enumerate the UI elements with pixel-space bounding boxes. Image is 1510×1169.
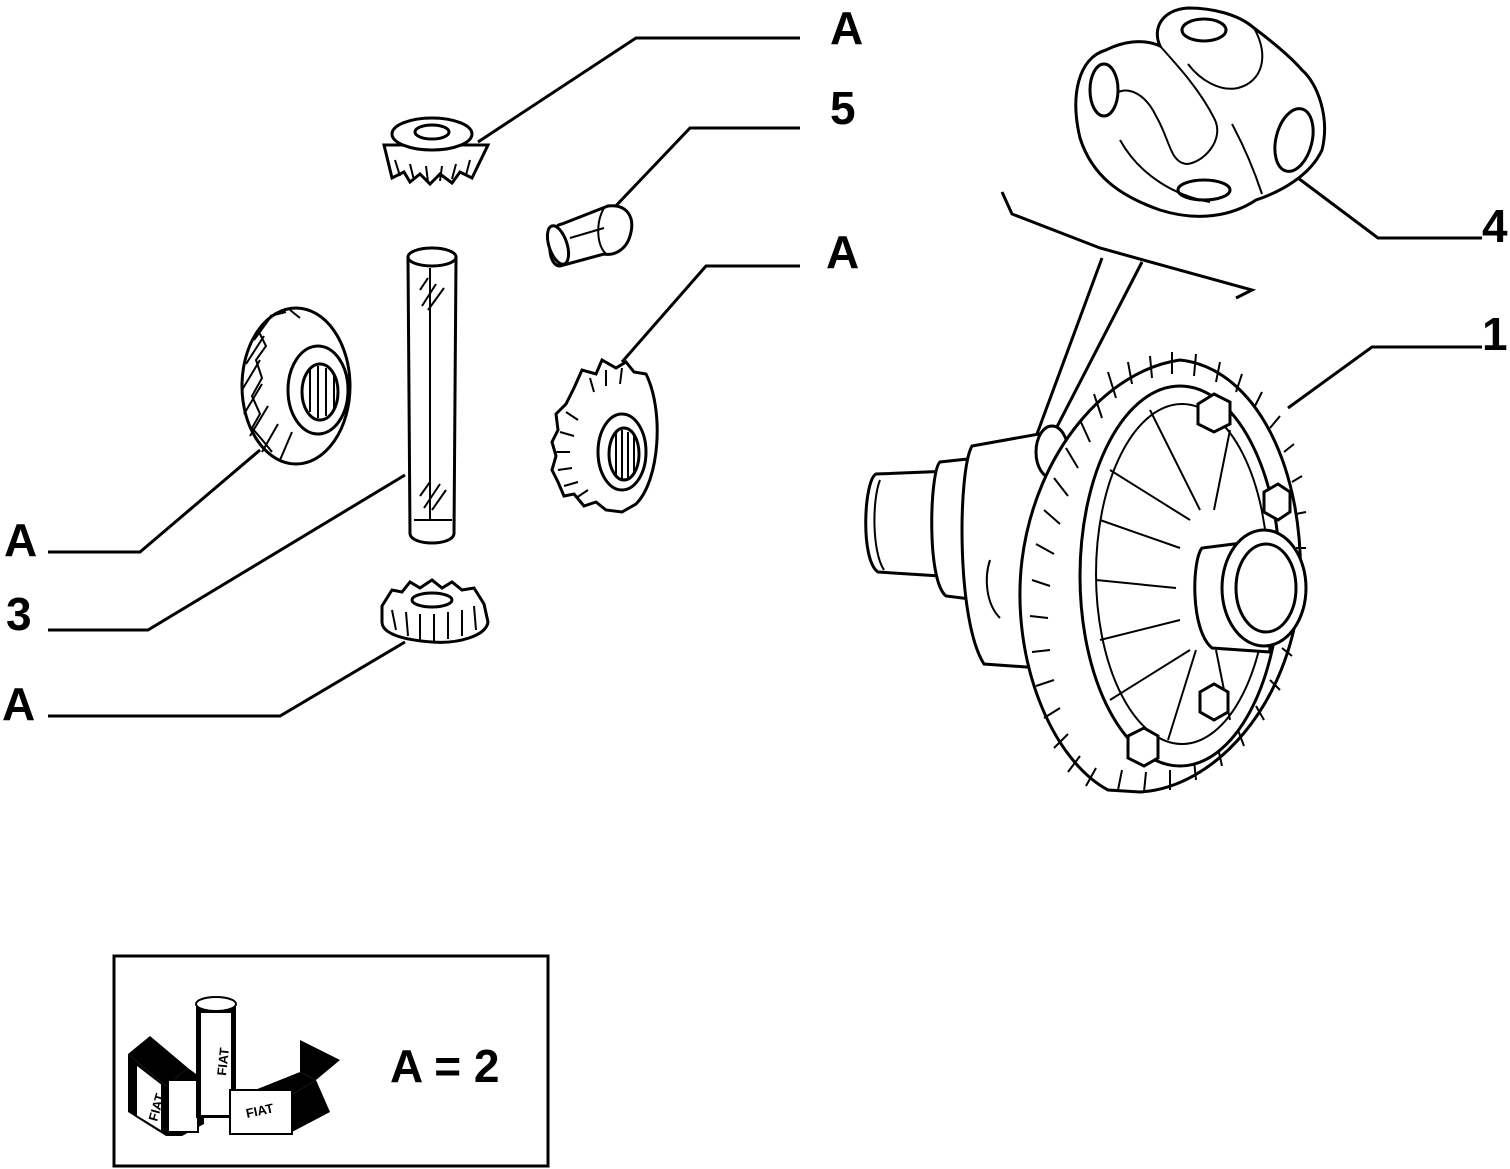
fiat-brand-text-1: FIAT [145,1092,167,1123]
pin [545,204,634,268]
fiat-package-logo: FIAT FIAT FIAT [128,996,340,1136]
right-side-gear [550,357,659,514]
callout-carrier: 4 [1482,200,1508,252]
quantity-equation: A = 2 [390,1040,500,1092]
quantity-legend: FIAT FIAT FIAT A = 2 [112,954,550,1168]
callout-side-gear-right: A [826,226,859,278]
bottom-bevel-gear [380,578,490,644]
callout-housing: 1 [1482,308,1508,360]
shaft [406,246,458,545]
differential-carrier [1074,6,1327,218]
callout-top-gear: A [830,2,863,54]
callout-labels: A 5 A A 3 A 4 1 [2,2,1508,730]
top-bevel-gear [382,116,491,187]
fiat-brand-text-3: FIAT [245,1100,275,1120]
callout-side-gear-left: A [4,514,37,566]
fiat-brand-text-2: FIAT [214,1047,232,1076]
differential-housing [864,352,1308,794]
left-side-gear [240,306,352,466]
callout-bottom-gear: A [2,678,35,730]
callout-shaft: 3 [6,588,32,640]
callout-pin: 5 [830,82,856,134]
